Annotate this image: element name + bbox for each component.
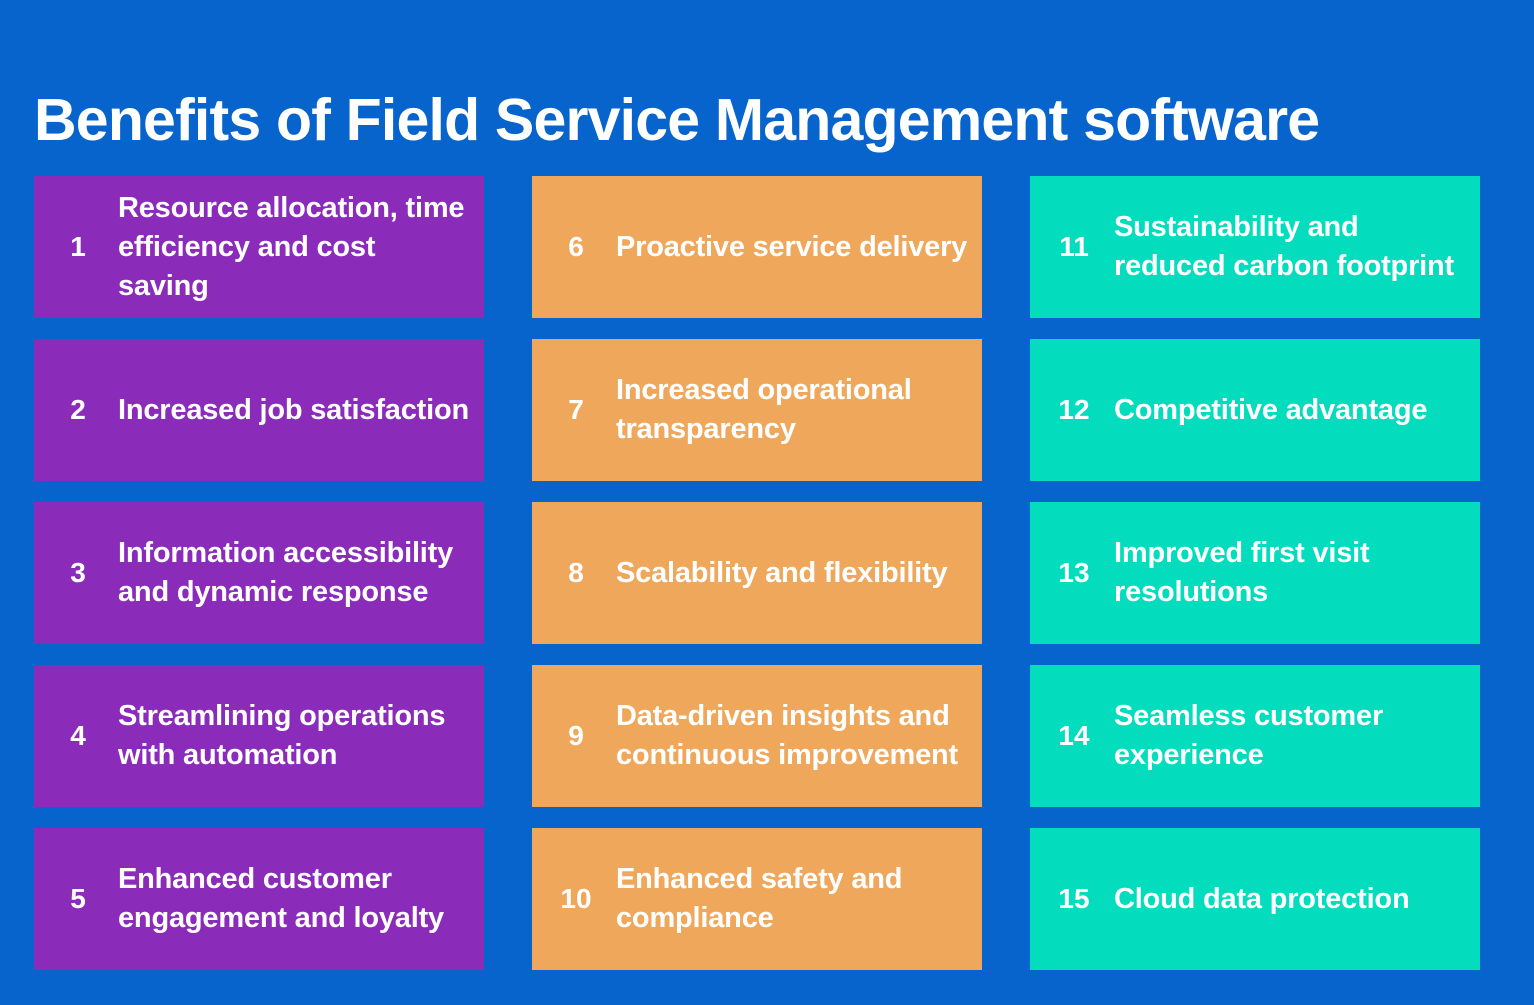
benefit-card-8[interactable]: 8 Scalability and flexibility — [532, 502, 982, 644]
benefit-card-9[interactable]: 9 Data-driven insights and continuous imp… — [532, 665, 982, 807]
benefits-card-grid: 1 Resource allocation, time efficiency an… — [34, 176, 1500, 972]
benefit-card-label: Sustainability and reduced carbon footpr… — [1114, 211, 1454, 282]
benefit-card-label: Resource allocation, time efficiency and… — [118, 191, 465, 302]
benefit-card-label: Increased operational transparency — [616, 374, 912, 445]
benefit-card-number: 5 — [70, 883, 86, 914]
benefit-card-label: Data-driven insights and continuous impr… — [616, 700, 959, 771]
benefit-card-number: 13 — [1058, 557, 1090, 588]
benefit-card-14[interactable]: 14 Seamless customer experience — [1030, 665, 1480, 807]
benefit-card-13[interactable]: 13 Improved first visit resolutions — [1030, 502, 1480, 644]
benefit-card-4[interactable]: 4 Streamlining operations with automation — [34, 665, 484, 807]
benefit-card-number: 8 — [568, 557, 584, 588]
benefit-card-number: 12 — [1058, 394, 1090, 425]
benefit-card-5[interactable]: 5 Enhanced customer engagement and loyalt… — [34, 828, 484, 970]
benefit-card-label: Scalability and flexibility — [616, 556, 948, 589]
benefit-card-number: 1 — [70, 231, 86, 262]
benefit-card-12[interactable]: 12 Competitive advantage — [1030, 339, 1480, 481]
benefit-card-6[interactable]: 6 Proactive service delivery — [532, 176, 982, 318]
page-title: Benefits of Field Service Management sof… — [34, 87, 1320, 153]
benefit-card-3[interactable]: 3 Information accessibility and dynamic r… — [34, 502, 484, 644]
benefit-card-number: 3 — [70, 557, 86, 588]
benefit-card-label: Enhanced customer engagement and loyalty — [118, 863, 444, 934]
benefit-card-10[interactable]: 10 Enhanced safety and compliance — [532, 828, 982, 970]
benefit-card-number: 9 — [568, 720, 584, 751]
benefit-card-label: Seamless customer experience — [1114, 700, 1384, 771]
benefit-card-number: 2 — [70, 394, 86, 425]
benefit-card-15[interactable]: 15 Cloud data protection — [1030, 828, 1480, 970]
benefit-card-label: Competitive advantage — [1114, 393, 1428, 426]
benefit-card-label: Increased job satisfaction — [118, 393, 469, 426]
benefit-card-label: Streamlining operations with automation — [118, 700, 446, 771]
benefit-card-1[interactable]: 1 Resource allocation, time efficiency an… — [34, 176, 484, 318]
benefit-card-number: 4 — [70, 720, 86, 751]
benefit-card-7[interactable]: 7 Increased operational transparency — [532, 339, 982, 481]
benefit-card-label: Cloud data protection — [1114, 882, 1410, 915]
benefit-card-label: Proactive service delivery — [616, 230, 968, 263]
benefit-card-number: 6 — [568, 231, 584, 262]
benefit-card-2[interactable]: 2 Increased job satisfaction — [34, 339, 484, 481]
benefit-card-label: Improved first visit resolutions — [1114, 537, 1370, 608]
benefit-card-11[interactable]: 11 Sustainability and reduced carbon foot… — [1030, 176, 1480, 318]
benefit-card-label: Information accessibility and dynamic re… — [118, 537, 454, 608]
benefit-card-number: 15 — [1058, 883, 1090, 914]
benefit-card-number: 11 — [1059, 231, 1089, 262]
benefit-card-number: 14 — [1058, 720, 1090, 751]
benefit-card-label: Enhanced safety and compliance — [616, 863, 903, 934]
benefit-card-number: 7 — [568, 394, 584, 425]
benefit-card-number: 10 — [560, 883, 592, 914]
